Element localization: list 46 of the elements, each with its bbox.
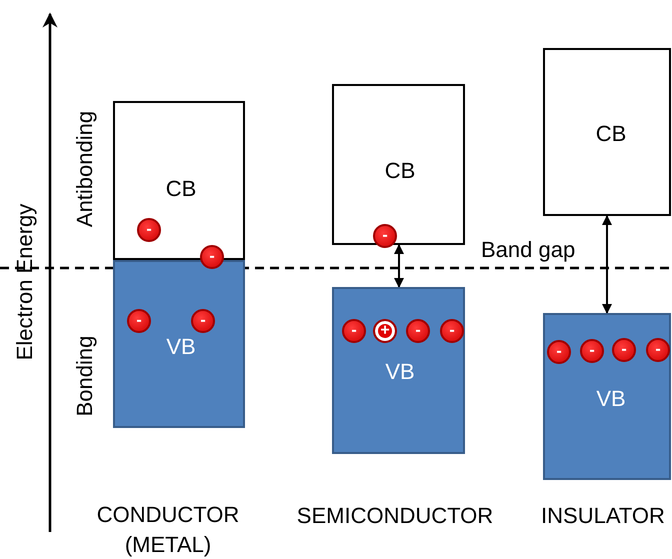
region-label: Bonding — [72, 336, 98, 416]
electron-circle — [191, 309, 215, 333]
band-label: VB — [385, 359, 415, 385]
valence-band-box — [332, 287, 465, 454]
charge-sign: - — [589, 343, 595, 359]
band-label: CB — [166, 176, 196, 202]
electron-circle — [342, 319, 366, 343]
charge-sign: + — [380, 323, 390, 339]
valence-band-box — [543, 313, 671, 480]
charge-sign: - — [621, 342, 627, 358]
conduction-band-box — [543, 48, 671, 216]
electron-circle — [612, 338, 636, 362]
charge-sign: - — [146, 222, 152, 238]
charge-sign: - — [415, 323, 421, 339]
electron-circle — [440, 319, 464, 343]
band-label: VB — [596, 386, 626, 412]
double-arrow — [394, 244, 404, 288]
conduction-band-box — [332, 84, 465, 245]
charge-sign: - — [136, 313, 142, 329]
band-label: VB — [166, 334, 196, 360]
electron-circle — [646, 338, 670, 362]
material-label: INSULATOR — [541, 503, 665, 529]
conduction-band-box — [113, 101, 245, 260]
charge-sign: - — [556, 344, 562, 360]
charge-sign: - — [209, 249, 215, 265]
electron-circle — [373, 224, 397, 248]
band-gap-label: Band gap — [481, 237, 576, 263]
charge-sign: - — [449, 323, 455, 339]
region-label: Antibonding — [72, 110, 98, 228]
band-label: CB — [384, 158, 416, 184]
hole-circle — [373, 319, 397, 343]
valence-band-box — [113, 260, 245, 428]
double-arrow — [602, 215, 612, 314]
material-label: CONDUCTOR (METAL) — [96, 501, 240, 559]
charge-sign: - — [200, 313, 206, 329]
electron-circle — [580, 339, 604, 363]
material-label: SEMICONDUCTOR — [296, 503, 494, 529]
electron-circle — [406, 319, 430, 343]
charge-sign: - — [655, 342, 661, 358]
electron-circle — [127, 309, 151, 333]
charge-sign: - — [351, 323, 357, 339]
electron-circle — [137, 218, 161, 242]
band-label: CB — [596, 121, 626, 147]
charge-sign: - — [382, 228, 388, 244]
axis-title: Electron Energy — [12, 204, 38, 360]
electron-circle — [547, 340, 571, 364]
